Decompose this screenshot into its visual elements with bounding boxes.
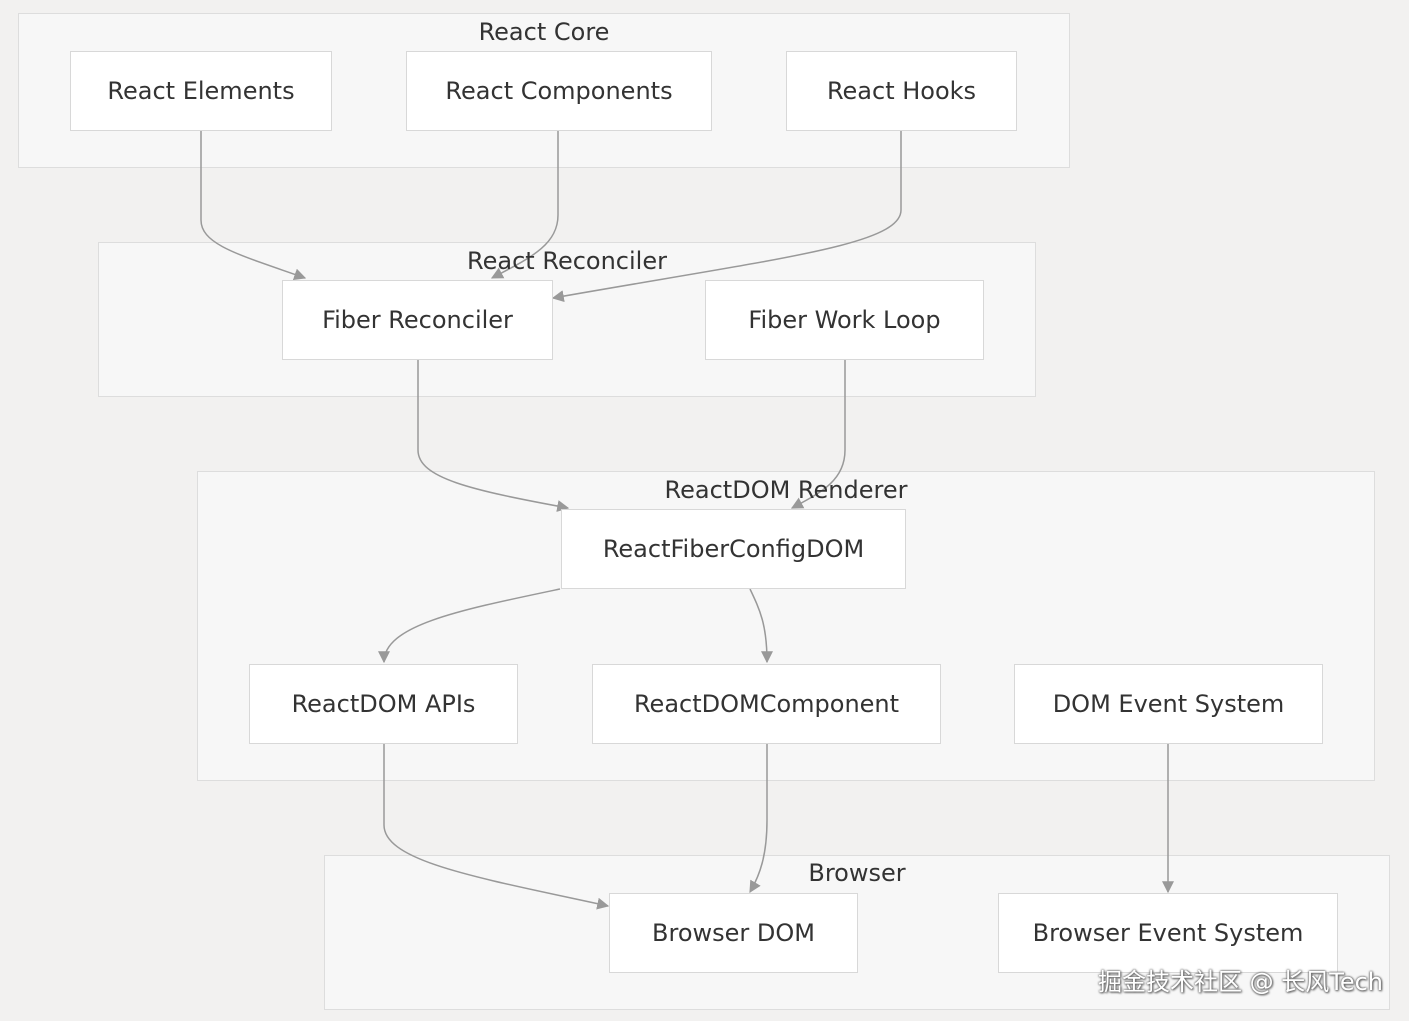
- node-browser-event-system: Browser Event System: [998, 893, 1338, 973]
- edge-dom-apis-to-browser-dom: [383, 744, 610, 910]
- edge-config-dom-to-dom-apis: [378, 588, 561, 664]
- node-browser-dom: Browser DOM: [609, 893, 858, 973]
- node-fiber-work-loop: Fiber Work Loop: [705, 280, 984, 360]
- group-title-reactdom-renderer: ReactDOM Renderer: [664, 476, 908, 504]
- edge-components-to-fiber-reconciler: [490, 131, 559, 279]
- node-react-hooks: React Hooks: [786, 51, 1017, 131]
- node-react-components: React Components: [406, 51, 712, 131]
- node-reactdom-apis: ReactDOM APIs: [249, 664, 518, 744]
- node-dom-event-system: DOM Event System: [1014, 664, 1323, 744]
- node-reactdom-component: ReactDOMComponent: [592, 664, 941, 744]
- watermark-text: 掘金技术社区 @ 长风Tech: [1097, 968, 1383, 996]
- node-react-fiber-config-dom: ReactFiberConfigDOM: [561, 509, 906, 589]
- group-title-react-reconciler: React Reconciler: [467, 247, 667, 275]
- node-fiber-reconciler: Fiber Reconciler: [282, 280, 553, 360]
- edge-config-dom-to-dom-component: [749, 588, 773, 664]
- node-react-elements: React Elements: [70, 51, 332, 131]
- group-title-browser: Browser: [808, 859, 906, 887]
- edge-fiber-reconciler-to-config-dom: [417, 360, 570, 512]
- edge-work-loop-to-config-dom: [790, 360, 846, 509]
- group-title-react-core: React Core: [478, 18, 610, 46]
- edge-dom-component-to-browser-dom: [749, 744, 768, 894]
- edge-elements-to-fiber-reconciler: [200, 131, 307, 281]
- edge-hooks-to-fiber-reconciler: [551, 131, 902, 303]
